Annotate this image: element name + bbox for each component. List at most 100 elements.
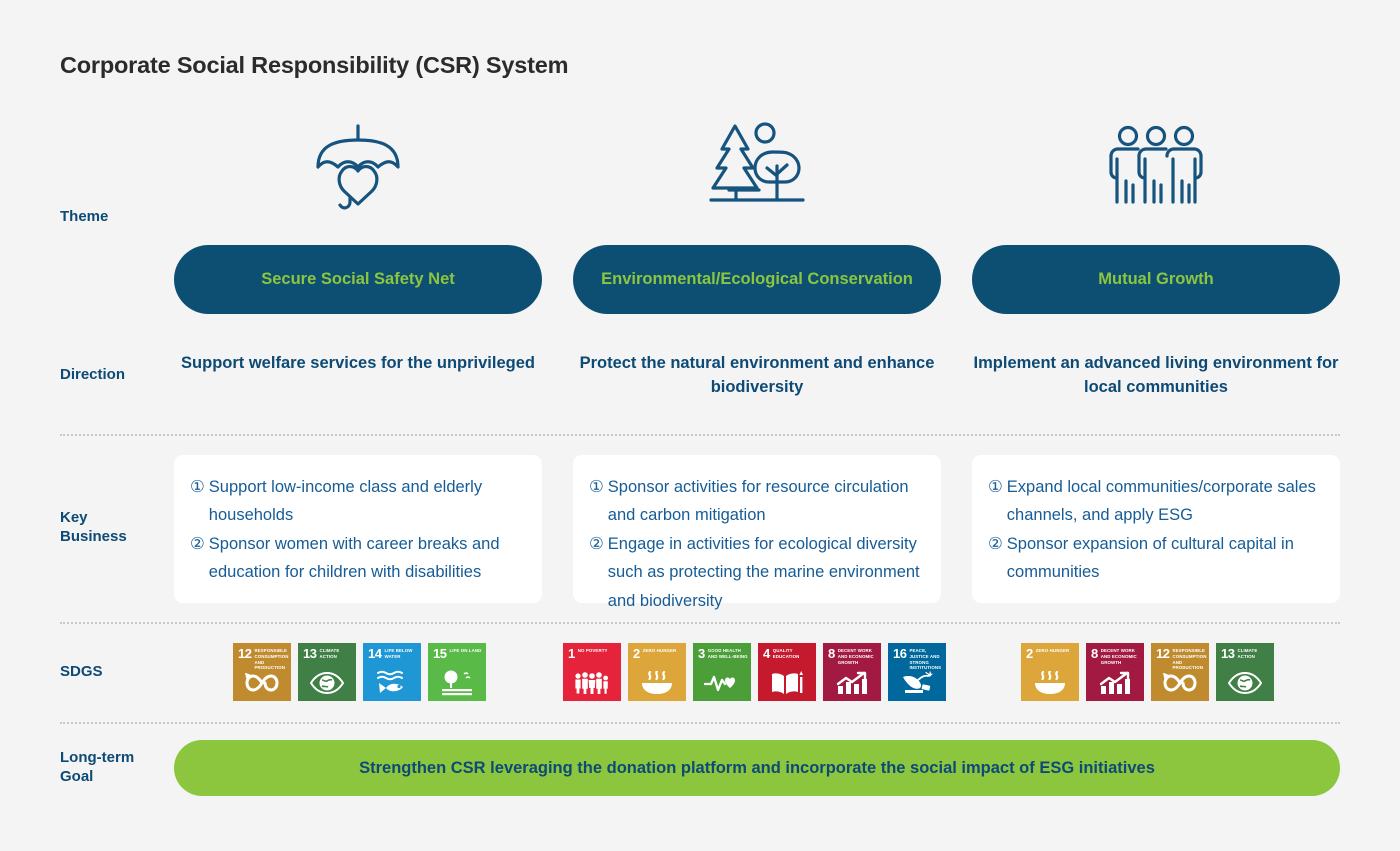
sdg-infinity-icon xyxy=(233,668,291,698)
list-number: ① xyxy=(589,478,604,496)
sdg-number: 2 xyxy=(633,646,640,661)
sdg-badge-16[interactable]: 16Peace, justice and strong institutions xyxy=(888,643,946,701)
sdg-label: Zero hunger xyxy=(642,648,677,653)
sdg-badge-12[interactable]: 12Responsible consumption and production xyxy=(233,643,291,701)
theme-pill-2[interactable]: Environmental/Ecological Conservation xyxy=(573,245,941,314)
sdg-badge-2[interactable]: 2Zero hunger xyxy=(628,643,686,701)
theme-label-1: Secure Social Safety Net xyxy=(261,270,455,289)
sdg-growth-chart-icon xyxy=(823,668,881,698)
sdg-badge-14[interactable]: 14Life below water xyxy=(363,643,421,701)
sdg-number: 8 xyxy=(1091,646,1098,661)
list-number: ② xyxy=(190,534,205,553)
sdg-number: 12 xyxy=(1156,646,1170,661)
sdg-badge-header: 2Zero hunger xyxy=(1021,643,1079,660)
sdg-number: 13 xyxy=(1221,646,1235,661)
sdg-bowl-icon xyxy=(628,668,686,698)
sdg-label: Good health and well-being xyxy=(707,648,748,659)
sdg-badge-8[interactable]: 8Decent work and economic growth xyxy=(823,643,881,701)
sdg-book-icon xyxy=(758,668,816,698)
row-label-goal-line2: Goal xyxy=(60,767,94,785)
three-people-icon xyxy=(972,112,1340,220)
sdg-number: 8 xyxy=(828,646,835,661)
page-title: Corporate Social Responsibility (CSR) Sy… xyxy=(60,52,569,78)
key-business-item: ② Sponsor expansion of cultural capital … xyxy=(988,530,1324,587)
list-text: Expand local communities/corporate sales… xyxy=(1006,478,1316,525)
sdg-badge-header: 15Life on land xyxy=(428,643,486,660)
key-business-card-3: ① Expand local communities/corporate sal… xyxy=(972,455,1340,603)
direction-text-2: Protect the natural environment and enha… xyxy=(579,354,935,396)
sdg-bowl-icon xyxy=(1021,668,1079,698)
direction-text-3: Implement an advanced living environment… xyxy=(973,354,1339,396)
theme-label-3: Mutual Growth xyxy=(1098,270,1214,289)
sdg-number: 1 xyxy=(568,646,575,661)
sdg-label: Climate action xyxy=(1237,648,1258,659)
sdg-badge-header: 4Quality education xyxy=(758,643,816,660)
theme-pill-3[interactable]: Mutual Growth xyxy=(972,245,1340,314)
sdg-badge-header: 13Climate action xyxy=(298,643,356,660)
umbrella-heart-icon xyxy=(174,112,542,220)
sdg-badge-header: 12Responsible consumption and production xyxy=(233,643,291,671)
sdg-badge-13[interactable]: 13Climate action xyxy=(1216,643,1274,701)
list-number: ① xyxy=(988,478,1003,496)
key-business-card-2: ① Sponsor activities for resource circul… xyxy=(573,455,941,610)
sdg-label: Zero hunger xyxy=(1035,648,1070,653)
direction-text-1: Support welfare services for the unprivi… xyxy=(181,354,535,372)
sdg-number: 3 xyxy=(698,646,705,661)
sdg-badge-header: 2Zero hunger xyxy=(628,643,686,660)
sdg-badge-8[interactable]: 8Decent work and economic growth xyxy=(1086,643,1144,701)
list-text: Support low-income class and elderly hou… xyxy=(208,478,483,525)
row-label-key-business-line2: Business xyxy=(60,527,127,545)
sdg-number: 12 xyxy=(238,646,252,661)
sdg-badge-15[interactable]: 15Life on land xyxy=(428,643,486,701)
list-number: ② xyxy=(589,534,604,553)
sdg-badge-header: 8Decent work and economic growth xyxy=(1086,643,1144,665)
sdg-eye-globe-icon xyxy=(1216,668,1274,698)
theme-label-2: Environmental/Ecological Conservation xyxy=(601,270,913,289)
sdg-dove-gavel-icon xyxy=(888,668,946,698)
sdg-badge-13[interactable]: 13Climate action xyxy=(298,643,356,701)
sdg-badge-header: 3Good health and well-being xyxy=(693,643,751,660)
row-label-key-business: Key Business xyxy=(60,509,175,547)
sdg-badge-1[interactable]: 1No poverty xyxy=(563,643,621,701)
sdg-infinity-icon xyxy=(1151,668,1209,698)
divider-above-sdgs xyxy=(60,622,1340,624)
list-number: ② xyxy=(988,534,1003,553)
sdg-label: Responsible consumption and production xyxy=(254,648,289,671)
sdg-badge-group-1: 12Responsible consumption and production… xyxy=(233,643,486,701)
divider-above-goal xyxy=(60,722,1340,724)
sdg-family-icon xyxy=(563,668,621,698)
row-label-theme: Theme xyxy=(60,208,109,225)
sdg-label: Life below water xyxy=(384,648,413,659)
sdg-eye-globe-icon xyxy=(298,668,356,698)
sdg-pulse-heart-icon xyxy=(693,668,751,698)
row-label-goal-line1: Long-term xyxy=(60,749,135,766)
sdg-badge-header: 12Responsible consumption and production xyxy=(1151,643,1209,671)
long-term-goal-banner: Strengthen CSR leveraging the donation p… xyxy=(174,740,1340,796)
sdg-badge-2[interactable]: 2Zero hunger xyxy=(1021,643,1079,701)
list-text: Sponsor expansion of cultural capital in… xyxy=(1006,534,1294,582)
row-label-long-term-goal: Long-term Goal xyxy=(60,749,175,787)
sdg-number: 15 xyxy=(433,646,447,661)
sdg-badge-12[interactable]: 12Responsible consumption and production xyxy=(1151,643,1209,701)
sdg-badge-header: 14Life below water xyxy=(363,643,421,660)
sdg-fish-waves-icon xyxy=(363,668,421,698)
sdg-label: Responsible consumption and production xyxy=(1172,648,1207,671)
sdg-badge-group-2: 1No poverty 2Zero hunger 3Good health and … xyxy=(563,643,946,701)
divider-above-key-business xyxy=(60,434,1340,436)
sdg-label: Life on land xyxy=(449,648,482,653)
sdg-badge-3[interactable]: 3Good health and well-being xyxy=(693,643,751,701)
sdg-badge-4[interactable]: 4Quality education xyxy=(758,643,816,701)
key-business-item: ① Support low-income class and elderly h… xyxy=(190,473,526,530)
sdg-label: Climate action xyxy=(319,648,340,659)
sdg-badge-group-3: 2Zero hunger 8Decent work and economic gr… xyxy=(1021,643,1274,701)
sdg-badge-header: 1No poverty xyxy=(563,643,621,660)
sdg-label: Quality education xyxy=(772,648,800,659)
key-business-card-1: ① Support low-income class and elderly h… xyxy=(174,455,542,603)
trees-sun-icon xyxy=(573,112,941,220)
theme-pill-1[interactable]: Secure Social Safety Net xyxy=(174,245,542,314)
list-text: Sponsor women with career breaks and edu… xyxy=(208,534,500,582)
sdg-number: 16 xyxy=(893,646,907,661)
sdg-label: No poverty xyxy=(577,648,608,653)
sdg-badge-header: 16Peace, justice and strong institutions xyxy=(888,643,946,671)
